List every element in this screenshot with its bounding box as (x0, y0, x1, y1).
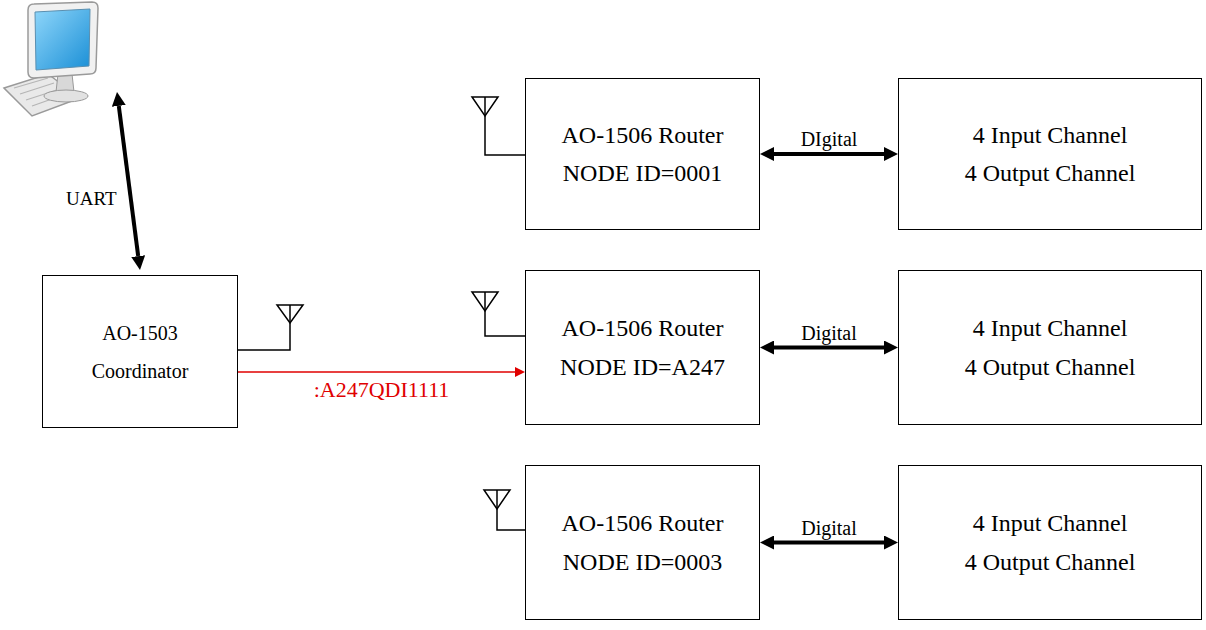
uart-link (119, 106, 138, 256)
interface-label: UART (66, 188, 117, 210)
router-box: AO-1506 Router NODE ID=A247 (525, 270, 760, 425)
node-text: 4 Output Channel (965, 154, 1136, 192)
router-box: AO-1506 Router NODE ID=0001 (525, 78, 760, 230)
node-text: AO-1503 Coordinator (65, 314, 215, 390)
router-box: AO-1506 Router NODE ID=0003 (525, 465, 760, 620)
node-text: 4 Input Channel (973, 116, 1128, 154)
edge-label: DIgital (799, 128, 860, 151)
connector-arrow (774, 541, 884, 545)
node-text: AO-1506 Router NODE ID=A247 (543, 309, 743, 386)
connector-arrow (774, 152, 884, 156)
io-box: 4 Input Channel4 Output Channel (898, 270, 1202, 425)
connector-arrow (238, 371, 515, 373)
edge-label: Digital (799, 322, 859, 345)
node-text: AO-1506 Router NODE ID=0003 (543, 504, 743, 581)
computer-icon (4, 2, 98, 116)
io-box: 4 Input Channel4 Output Channel (898, 465, 1202, 620)
connector-arrow (774, 346, 884, 350)
coordinator-box: AO-1503 Coordinator (42, 275, 238, 428)
edge-label: Digital (799, 517, 859, 540)
node-text: 4 Input Channel (973, 504, 1128, 542)
node-text: 4 Input Channel (973, 309, 1128, 347)
node-text: 4 Output Channel (965, 348, 1136, 386)
node-text: 4 Output Channel (965, 543, 1136, 581)
antenna-symbols (238, 97, 525, 530)
node-text: AO-1506 Router NODE ID=0001 (543, 116, 743, 193)
io-box: 4 Input Channel4 Output Channel (898, 78, 1202, 230)
edge-label: :A247QDI1111 (312, 377, 452, 403)
